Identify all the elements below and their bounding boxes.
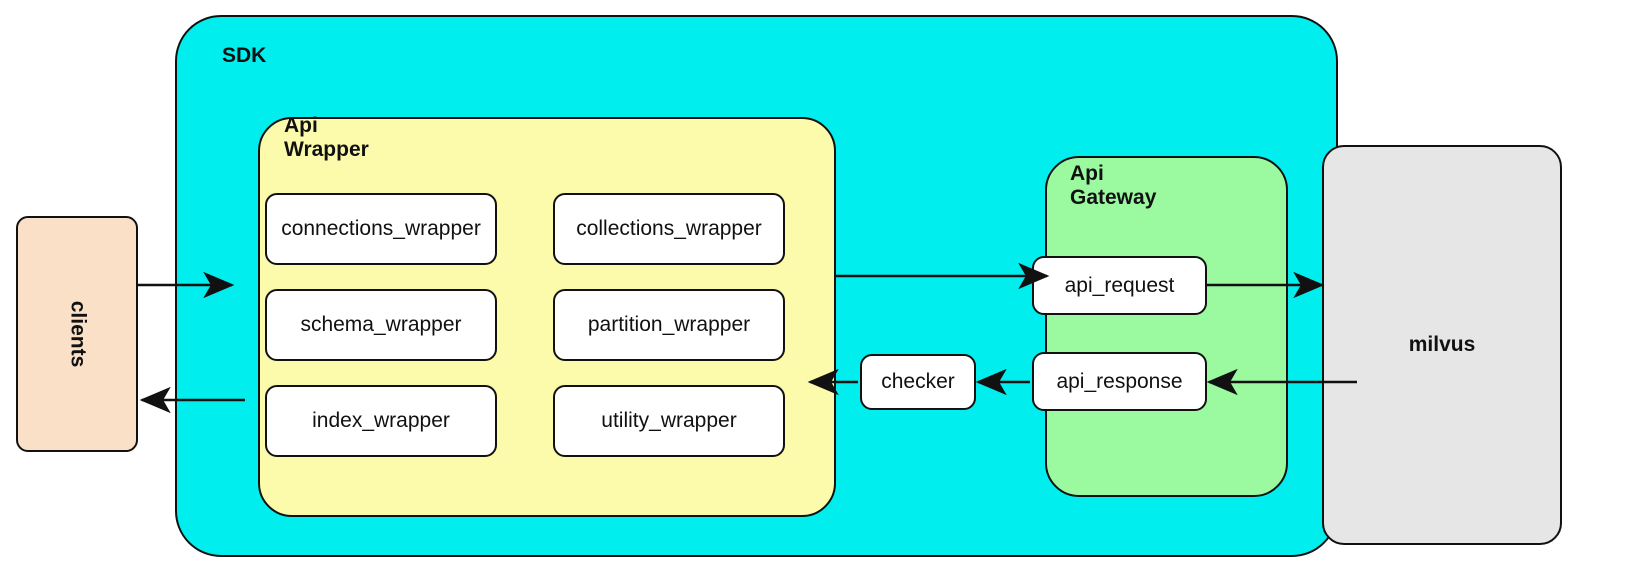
sdk-label: SDK [222, 44, 267, 67]
node-connections-wrapper[interactable]: connections_wrapper [265, 193, 497, 265]
node-schema-wrapper[interactable]: schema_wrapper [265, 289, 497, 361]
node-utility-wrapper[interactable]: utility_wrapper [553, 385, 785, 457]
api-gateway-label: Api Gateway [1070, 162, 1157, 209]
clients-label: clients [66, 300, 89, 368]
node-checker[interactable]: checker [860, 354, 976, 410]
node-api-response[interactable]: api_response [1032, 352, 1207, 411]
node-api-request[interactable]: api_request [1032, 256, 1207, 315]
node-partition-wrapper[interactable]: partition_wrapper [553, 289, 785, 361]
milvus-label: milvus [1408, 333, 1476, 356]
node-clients[interactable]: clients [16, 216, 138, 452]
node-collections-wrapper[interactable]: collections_wrapper [553, 193, 785, 265]
node-index-wrapper[interactable]: index_wrapper [265, 385, 497, 457]
api-gateway-container [1045, 156, 1288, 497]
node-milvus[interactable]: milvus [1322, 145, 1562, 545]
api-wrapper-label: Api Wrapper [284, 114, 369, 161]
